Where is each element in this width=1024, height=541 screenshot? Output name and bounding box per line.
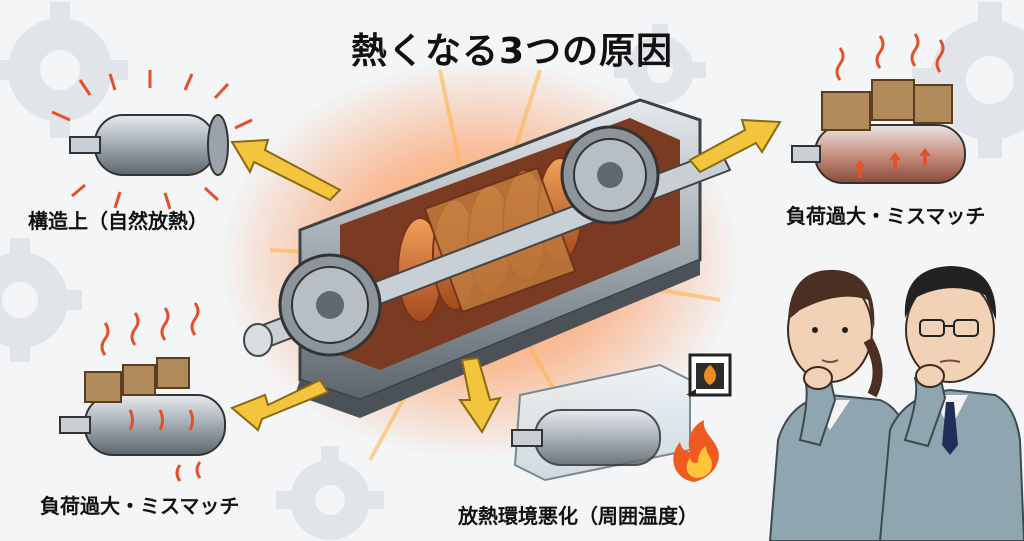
structural-motor xyxy=(51,70,253,210)
shaft-end xyxy=(243,323,273,357)
arrow-icon xyxy=(458,356,502,434)
overload-motor-left xyxy=(59,302,226,482)
label-overload-right: 負荷過大・ミスマッチ xyxy=(786,204,986,228)
heat-wave-icon xyxy=(835,33,945,81)
gear-icon xyxy=(276,446,384,540)
arrow-icon xyxy=(230,138,342,202)
gear-icon xyxy=(560,125,660,225)
engineer-woman xyxy=(768,269,917,541)
engineer-man xyxy=(878,266,1024,541)
boxes xyxy=(84,357,190,403)
heat-arrows xyxy=(854,148,931,178)
gear-icon xyxy=(614,24,706,104)
gear-icon xyxy=(0,238,82,362)
arrow-icon xyxy=(230,378,330,432)
heat-wave-icon xyxy=(51,70,253,210)
label-environment: 放熱環境悪化（周囲温度） xyxy=(458,504,698,528)
gear-icon xyxy=(278,253,382,357)
diagram-title: 熱くなる3つの原因 xyxy=(350,31,674,72)
furnace-icon xyxy=(686,353,732,397)
flame-icon xyxy=(673,420,719,482)
arrow-icon xyxy=(688,118,782,174)
overload-motor-right xyxy=(791,33,966,184)
label-structural: 構造上（自然放熱） xyxy=(28,209,208,233)
label-overload-left: 負荷過大・ミスマッチ xyxy=(40,494,240,518)
motor-cutaway xyxy=(243,98,732,418)
gear-icon xyxy=(0,2,128,138)
enclosed-motor xyxy=(511,353,732,482)
heat-wave-icon xyxy=(100,302,202,482)
boxes xyxy=(821,79,953,131)
gear-icon xyxy=(912,2,1024,158)
housing-bottom-rim xyxy=(295,260,700,418)
cause-arrows xyxy=(230,118,782,434)
